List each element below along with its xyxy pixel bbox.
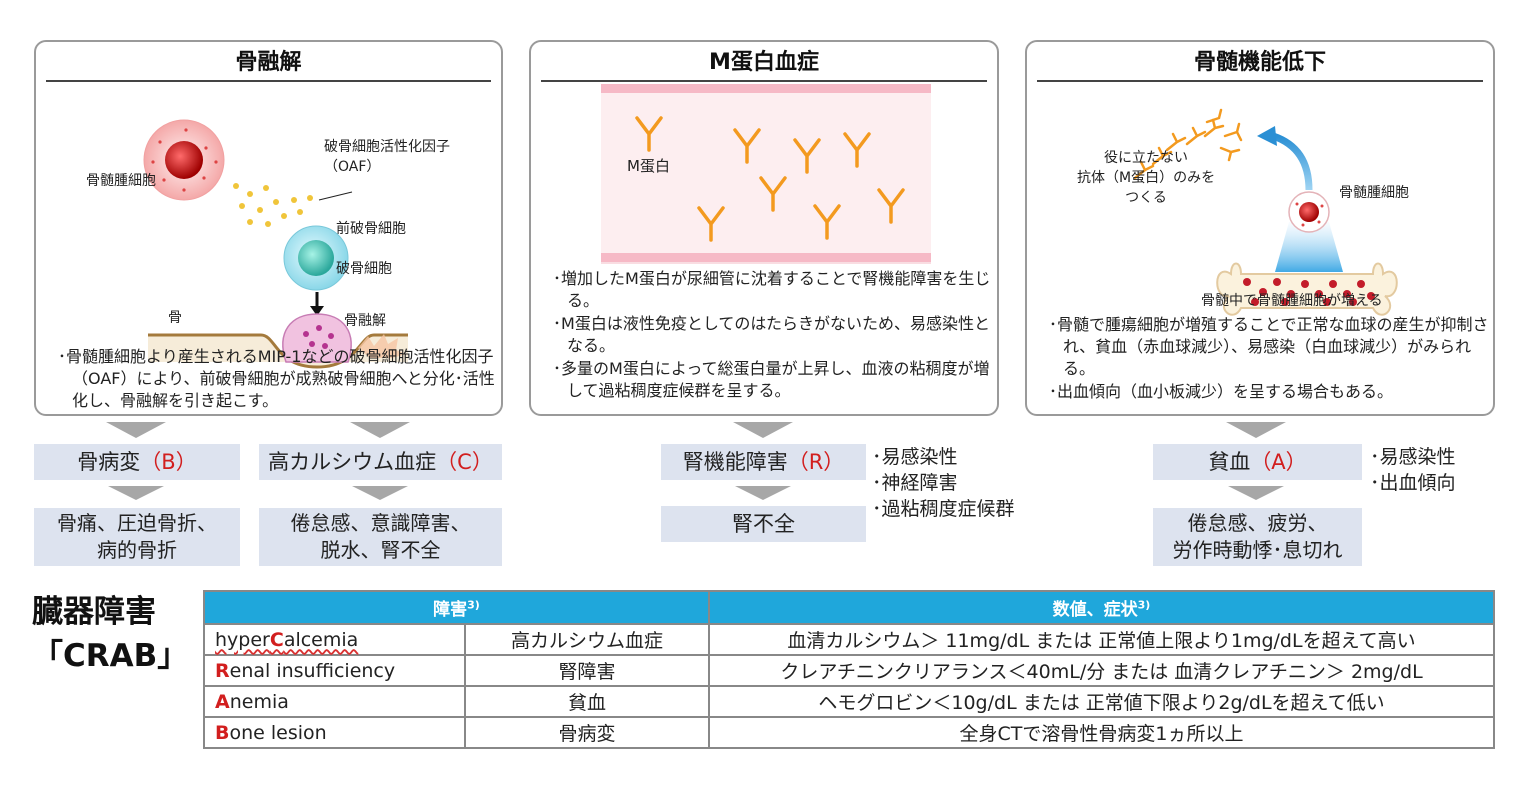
bullet-item: ･M蛋白は液性免疫としてのはたらきがないため、易感染性となる。 (553, 314, 991, 355)
label-osteolysis: 骨融解 (344, 313, 386, 329)
japanese-term: 骨病変 (464, 716, 710, 749)
label-pre-osteoclast: 前破骨細胞 (336, 221, 406, 237)
panel-marrow-failure: 骨髄機能低下 (1025, 40, 1495, 416)
box-anemia-symptoms: 倦怠感、疲労、労作時動悸･息切れ (1153, 508, 1362, 566)
antibody-icons (635, 116, 905, 242)
panel-title: M蛋白血症 (541, 46, 987, 82)
table-header-row: 障害3) 数値、症状3) (203, 590, 1495, 625)
header-disorder: 障害3) (203, 590, 710, 625)
anemia-side-list: ･易感染性 ･出血傾向 (1370, 446, 1456, 494)
label-oaf: 破骨細胞活性化因子 （OAF） (324, 139, 450, 175)
criteria-value: 全身CTで溶骨性骨病変1ヵ所以上 (708, 716, 1495, 749)
arrow-down-icon (733, 422, 793, 438)
arrow-down-icon (352, 486, 408, 500)
bone-marrow-illustration (1133, 108, 1398, 316)
crab-table: 障害3) 数値、症状3) hyperCalcemia 高カルシウム血症 血清カル… (203, 590, 1495, 749)
table-row: Anemia 貧血 ヘモグロビン＜10g/dL または 正常値下限より2g/dL… (203, 685, 1495, 718)
arrow-down-icon (1228, 486, 1284, 500)
myeloma-cell-icon (143, 119, 225, 201)
panel-title: 骨髄機能低下 (1037, 46, 1483, 82)
oaf-dots (233, 183, 313, 227)
crab-title: 臓器障害 「CRAB」 (32, 594, 189, 674)
bone-surface (148, 333, 408, 369)
bullet-item: ･増加したM蛋白が尿細管に沈着することで腎機能障害を生じる。 (553, 269, 991, 310)
label-bone: 骨 (168, 310, 182, 326)
box-bone-symptoms: 骨痛、圧迫骨折、病的骨折 (34, 508, 240, 566)
bone-marrow-icon (1216, 262, 1398, 316)
blood-vessel-illustration (601, 84, 931, 264)
pre-osteoclast-icon (283, 225, 349, 291)
label-useless-antibody: 役に立たない 抗体（M蛋白）のみを つくる (1077, 150, 1216, 206)
japanese-term: 高カルシウム血症 (464, 623, 710, 656)
osteolysis-illustration (143, 119, 408, 369)
label-osteoclast: 破骨細胞 (336, 261, 392, 277)
box-renal-failure: 腎不全 (661, 506, 866, 542)
myeloma-cell-icon (1288, 191, 1330, 233)
english-term: Bone lesion (203, 716, 466, 749)
bullet-item: ･骨髄腫細胞より産生されるMIP-1などの破骨細胞活性化因子（OAF）により、前… (58, 347, 495, 410)
criteria-value: クレアチニンクリアランス＜40mL/分 または 血清クレアチニン＞ 2mg/dL (708, 654, 1495, 687)
panel-osteolysis: 骨融解 (34, 40, 503, 416)
arrow-down-icon (350, 422, 410, 438)
box-hypercalcemia-symptoms: 倦怠感、意識障害、脱水、腎不全 (259, 508, 502, 566)
curved-arrow-icon (1271, 132, 1313, 191)
box-hypercalcemia: 高カルシウム血症（C） (259, 444, 502, 480)
label-myeloma-cell: 骨髄腫細胞 (86, 173, 156, 189)
bullet-item: ･骨髄で腫瘍細胞が増殖することで正常な血球の産生が抑制され、貧血（赤血球減少）、… (1049, 315, 1489, 378)
label-myeloma-cell: 骨髄腫細胞 (1339, 185, 1409, 201)
bullet-item: ･出血傾向（血小板減少）を呈する場合もある。 (1049, 382, 1394, 401)
table-row: Renal insufficiency 腎障害 クレアチニンクリアランス＜40m… (203, 654, 1495, 687)
japanese-term: 貧血 (464, 685, 710, 718)
criteria-value: ヘモグロビン＜10g/dL または 正常値下限より2g/dLを超えて低い (708, 685, 1495, 718)
criteria-value: 血清カルシウム＞ 11mg/dL または 正常値上限より1mg/dLを超えて高い (708, 623, 1495, 656)
arrow-down-icon (735, 486, 791, 500)
small-antibody-icons (1133, 108, 1243, 180)
label-m-protein: M蛋白 (627, 157, 670, 175)
box-renal-dysfunction: 腎機能障害（R） (661, 444, 866, 480)
arrow-down-icon (1226, 422, 1286, 438)
bullet-item: ･多量のM蛋白によって総蛋白量が上昇し、血液の粘稠度が増して過粘稠度症候群を呈す… (553, 359, 990, 400)
english-term: hyperCalcemia (203, 623, 466, 656)
arrow-down-icon (106, 422, 166, 438)
osteoclast-icon (282, 313, 352, 363)
bone-bullets: ･骨髄腫細胞より産生されるMIP-1などの破骨細胞活性化因子（OAF）により、前… (58, 346, 496, 413)
label-marrow-increase: 骨髄中で骨髄腫細胞が増える (1201, 293, 1383, 309)
arrow-down-icon (310, 292, 324, 316)
panel-title: 骨融解 (46, 46, 491, 82)
arrow-down-icon (108, 486, 164, 500)
english-term: Anemia (203, 685, 466, 718)
english-term: Renal insufficiency (203, 654, 466, 687)
box-anemia: 貧血（A） (1153, 444, 1362, 480)
table-row: hyperCalcemia 高カルシウム血症 血清カルシウム＞ 11mg/dL … (203, 623, 1495, 656)
japanese-term: 腎障害 (464, 654, 710, 687)
table-row: Bone lesion 骨病変 全身CTで溶骨性骨病変1ヵ所以上 (203, 716, 1495, 749)
marrow-bullets: ･骨髄で腫瘍細胞が増殖することで正常な血球の産生が抑制され、貧血（赤血球減少）、… (1049, 314, 1489, 404)
m-protein-side-list: ･易感染性 ･神経障害 ･過粘稠度症候群 (872, 446, 1015, 520)
box-bone-disease: 骨病変（B） (34, 444, 240, 480)
header-criteria: 数値、症状3) (708, 590, 1495, 625)
panel-m-proteinemia: M蛋白血症 M蛋白 ･増加したM蛋白が尿細管に沈着することで腎機能障害を生じる。… (529, 40, 999, 416)
m-protein-bullets: ･増加したM蛋白が尿細管に沈着することで腎機能障害を生じる。 ･M蛋白は液性免疫… (553, 268, 993, 403)
